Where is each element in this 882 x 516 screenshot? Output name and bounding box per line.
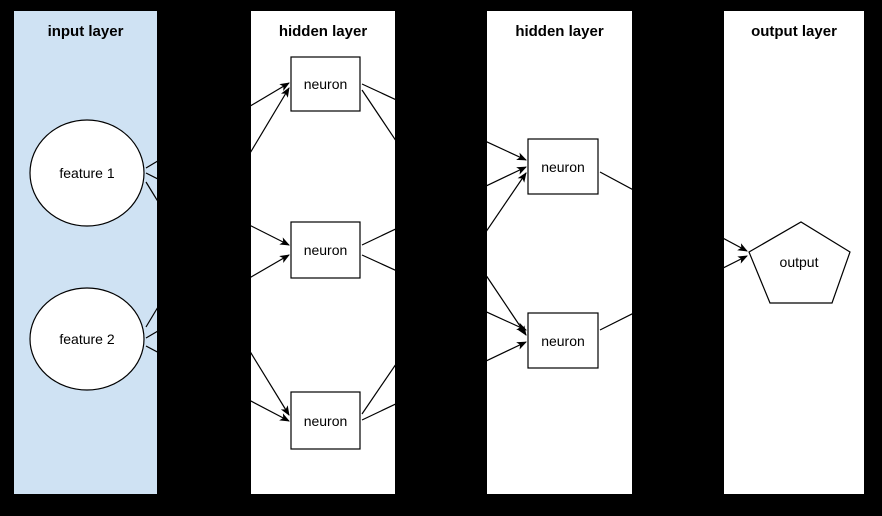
nodes-layer-output	[748, 221, 851, 304]
nodes-layer-hidden-2	[527, 138, 599, 369]
layer-output-layer[interactable]: output layer output	[723, 10, 865, 495]
layer-title-hidden-layer-2: hidden layer	[515, 23, 604, 40]
edge-feature-1-to-hidden1-neuron-1	[251, 82, 290, 107]
edge-hidden1-neuron-1-to-hidden2-neuron-1	[361, 83, 395, 100]
node-shape-hidden1-neuron-2[interactable]	[290, 221, 361, 279]
layer-hidden-layer-1[interactable]: hidden layer neuron neuron neuron	[250, 10, 396, 495]
node-shape-hidden1-neuron-1[interactable]	[290, 56, 361, 112]
edge-hidden1-neuron-3-to-hidden2-neuron-2	[361, 403, 395, 421]
layer-title-input-layer: input layer	[47, 23, 124, 40]
edge-hidden1-neuron-1-to-hidden2-neuron-2	[361, 89, 395, 141]
edge-hidden1-neuron-2-to-hidden2-neuron-1	[487, 166, 527, 187]
edge-feature-1-to-hidden1-neuron-2	[251, 225, 290, 246]
nodes-layer-input	[29, 119, 145, 391]
edge-hidden1-neuron-3-to-hidden2-neuron-1	[487, 172, 527, 232]
edges-layer-hidden-2	[487, 141, 632, 362]
node-shape-hidden2-neuron-2[interactable]	[527, 312, 599, 369]
layer-title-hidden-layer-1: hidden layer	[278, 23, 368, 40]
edge-hidden2-neuron-2-to-output-node	[599, 313, 632, 331]
nodes-layer-hidden-1	[290, 56, 361, 450]
edge-feature-2-to-hidden1-neuron-1	[251, 87, 290, 153]
layer-input-layer[interactable]: input layer feature 1 feature 2	[13, 10, 158, 495]
edge-feature-2-to-hidden1-neuron-3	[251, 400, 290, 422]
layer-hidden-layer-2[interactable]: hidden layer neuron neuron	[486, 10, 633, 495]
edge-hidden1-neuron-3-to-hidden2-neuron-1	[361, 364, 395, 415]
node-shape-hidden2-neuron-1[interactable]	[527, 138, 599, 195]
edge-hidden1-neuron-2-to-hidden2-neuron-1	[361, 228, 395, 246]
edge-hidden1-neuron-2-to-hidden2-neuron-2	[361, 254, 395, 271]
edge-feature-2-to-hidden1-neuron-2	[251, 254, 290, 278]
edge-feature-1-to-hidden1-neuron-3	[251, 351, 290, 416]
edge-hidden1-neuron-1-to-hidden2-neuron-1	[487, 141, 527, 161]
node-shape-output-node[interactable]	[748, 221, 851, 304]
edge-hidden1-neuron-1-to-hidden2-neuron-2	[487, 275, 527, 336]
layer-title-output-layer: output layer	[751, 23, 837, 40]
edge-hidden1-neuron-3-to-hidden2-neuron-2	[487, 341, 527, 362]
node-shape-feature-2[interactable]	[29, 287, 145, 391]
edges-layer-hidden-1	[251, 82, 395, 422]
edge-hidden2-neuron-1-to-output-node	[599, 171, 632, 190]
node-shape-hidden1-neuron-3[interactable]	[290, 391, 361, 450]
node-shape-feature-1[interactable]	[29, 119, 145, 227]
edge-hidden1-neuron-2-to-hidden2-neuron-2	[487, 311, 527, 331]
